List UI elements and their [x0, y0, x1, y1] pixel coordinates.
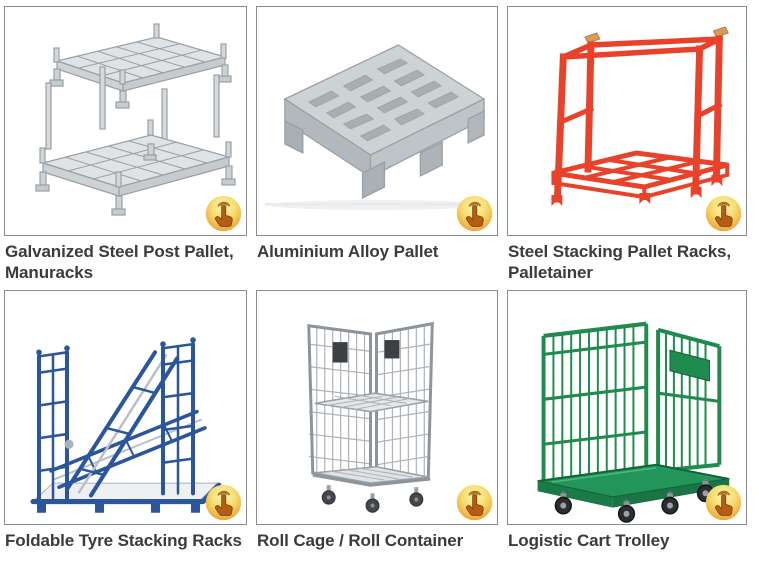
product-card-galvanized-steel-post-pallet: Galvanized Steel Post Pallet, Manuracks	[4, 6, 247, 290]
foldable-tyre-rack-image	[30, 337, 222, 513]
product-title[interactable]: Steel Stacking Pallet Racks, Palletainer	[508, 242, 732, 282]
roll-cage-image	[307, 321, 434, 513]
product-title[interactable]: Logistic Cart Trolley	[508, 531, 670, 550]
tap-hand-icon[interactable]	[456, 484, 493, 521]
product-thumbnail-roll-cage[interactable]	[256, 290, 498, 525]
product-title[interactable]: Aluminium Alloy Pallet	[257, 242, 439, 261]
product-title[interactable]: Foldable Tyre Stacking Racks	[5, 531, 242, 550]
tap-hand-icon[interactable]	[705, 195, 742, 232]
aluminium-alloy-pallet-image	[264, 44, 489, 210]
product-card-steel-stacking-pallet-racks: Steel Stacking Pallet Racks, Palletainer	[507, 6, 747, 290]
product-card-foldable-tyre-stacking-racks: Foldable Tyre Stacking Racks	[4, 290, 247, 551]
tap-hand-icon[interactable]	[205, 195, 242, 232]
steel-stacking-pallet-rack-image	[551, 26, 730, 206]
product-card-logistic-cart-trolley: Logistic Cart Trolley	[507, 290, 747, 551]
logistic-cart-trolley-image	[537, 321, 730, 523]
product-card-roll-cage: Roll Cage / Roll Container	[256, 290, 498, 551]
tap-hand-icon[interactable]	[705, 484, 742, 521]
tap-hand-icon[interactable]	[205, 484, 242, 521]
product-thumbnail-steel-stacking-pallet-racks[interactable]	[507, 6, 747, 236]
product-thumbnail-foldable-tyre-stacking-racks[interactable]	[4, 290, 247, 525]
product-grid: Galvanized Steel Post Pallet, Manuracks	[4, 6, 747, 551]
product-thumbnail-galvanized-steel-post-pallet[interactable]	[4, 6, 247, 236]
tap-hand-icon[interactable]	[456, 195, 493, 232]
product-thumbnail-logistic-cart-trolley[interactable]	[507, 290, 747, 525]
product-thumbnail-aluminium-alloy-pallet[interactable]	[256, 6, 498, 236]
product-title[interactable]: Galvanized Steel Post Pallet, Manuracks	[5, 242, 234, 282]
product-title[interactable]: Roll Cage / Roll Container	[257, 531, 464, 550]
galvanized-steel-post-pallet-image	[35, 23, 236, 216]
product-card-aluminium-alloy-pallet: Aluminium Alloy Pallet	[256, 6, 498, 290]
